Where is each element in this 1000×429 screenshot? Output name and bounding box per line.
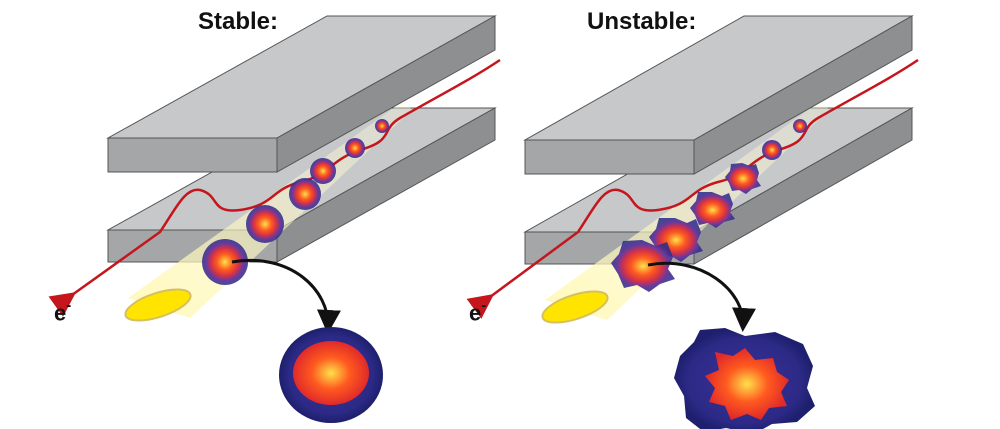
stable-title: Stable: (198, 8, 279, 35)
beam-end-ellipse (124, 288, 192, 322)
callout-arrow (231, 259, 341, 334)
bunch (310, 158, 336, 184)
stable-bunches (202, 119, 389, 285)
electron-trajectory (466, 58, 919, 319)
bunch (690, 192, 735, 228)
electron-charge: - (481, 297, 487, 314)
top-magnet-plate (106, 15, 497, 173)
bunch (375, 119, 389, 133)
bunch (725, 163, 761, 194)
electron-label: e- (54, 297, 72, 326)
bunch (611, 240, 675, 292)
bunch (345, 138, 365, 158)
electron-symbol: e (469, 300, 482, 326)
bunch (202, 239, 248, 285)
unstable-title: Unstable: (587, 8, 697, 35)
bunch (762, 140, 782, 160)
stable-panel (48, 15, 501, 423)
unstable-bunch-enlarged (674, 328, 815, 429)
unstable-panel (466, 15, 919, 429)
top-magnet-plate (523, 15, 914, 175)
bunch (246, 205, 284, 243)
stable-bunch-enlarged (279, 327, 383, 423)
callout-arrow (647, 261, 756, 332)
bunch (289, 178, 321, 210)
electron-symbol: e (54, 300, 67, 326)
electron-charge: - (66, 297, 72, 314)
bunch (793, 119, 807, 133)
beam-end-ellipse (541, 290, 609, 324)
unstable-bunches (611, 119, 807, 292)
electron-label: e- (469, 297, 487, 326)
